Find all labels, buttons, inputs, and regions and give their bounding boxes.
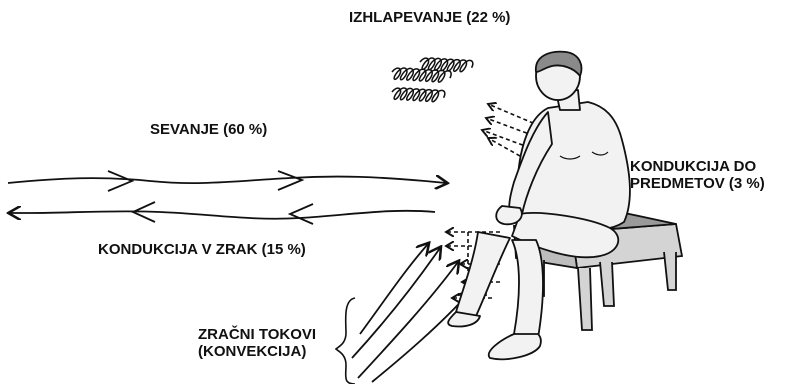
convection-label-line2: (KONVEKCIJA): [198, 343, 316, 360]
conduction-objects-label: KONDUKCIJA DO PREDMETOV (3 %): [630, 158, 765, 193]
label-brace: [336, 298, 355, 384]
chevron-left-icon: [290, 204, 313, 224]
radiation-arrow-right: [8, 171, 446, 191]
conduction-objects-label-line2: PREDMETOV (3 %): [630, 175, 765, 192]
evaporation-label: IZHLAPEVANJE (22 %): [349, 9, 510, 26]
chevron-right-icon: [108, 171, 132, 191]
convection-label: ZRAČNI TOKOVI (KONVEKCIJA): [198, 326, 316, 361]
seated-person: [448, 52, 630, 360]
chevron-right-icon: [278, 171, 302, 190]
evaporation-coil: [390, 73, 446, 116]
stool-leg: [578, 268, 592, 330]
convection-label-line1: ZRAČNI TOKOVI: [198, 326, 316, 343]
foot: [489, 334, 541, 359]
stool-leg: [600, 262, 614, 306]
evaporation-coils: [390, 43, 474, 116]
convection-arrows: [352, 244, 470, 382]
lower-leg: [456, 232, 510, 316]
conduction-objects-label-line1: KONDUKCIJA DO: [630, 158, 765, 175]
lower-leg: [512, 240, 543, 338]
radiation-label: SEVANJE (60 %): [150, 121, 267, 138]
stool-leg: [664, 252, 676, 290]
conduction-air-label: KONDUKCIJA V ZRAK (15 %): [98, 241, 306, 258]
hand: [496, 206, 522, 224]
conduction-air-arrow-left: [10, 202, 435, 224]
